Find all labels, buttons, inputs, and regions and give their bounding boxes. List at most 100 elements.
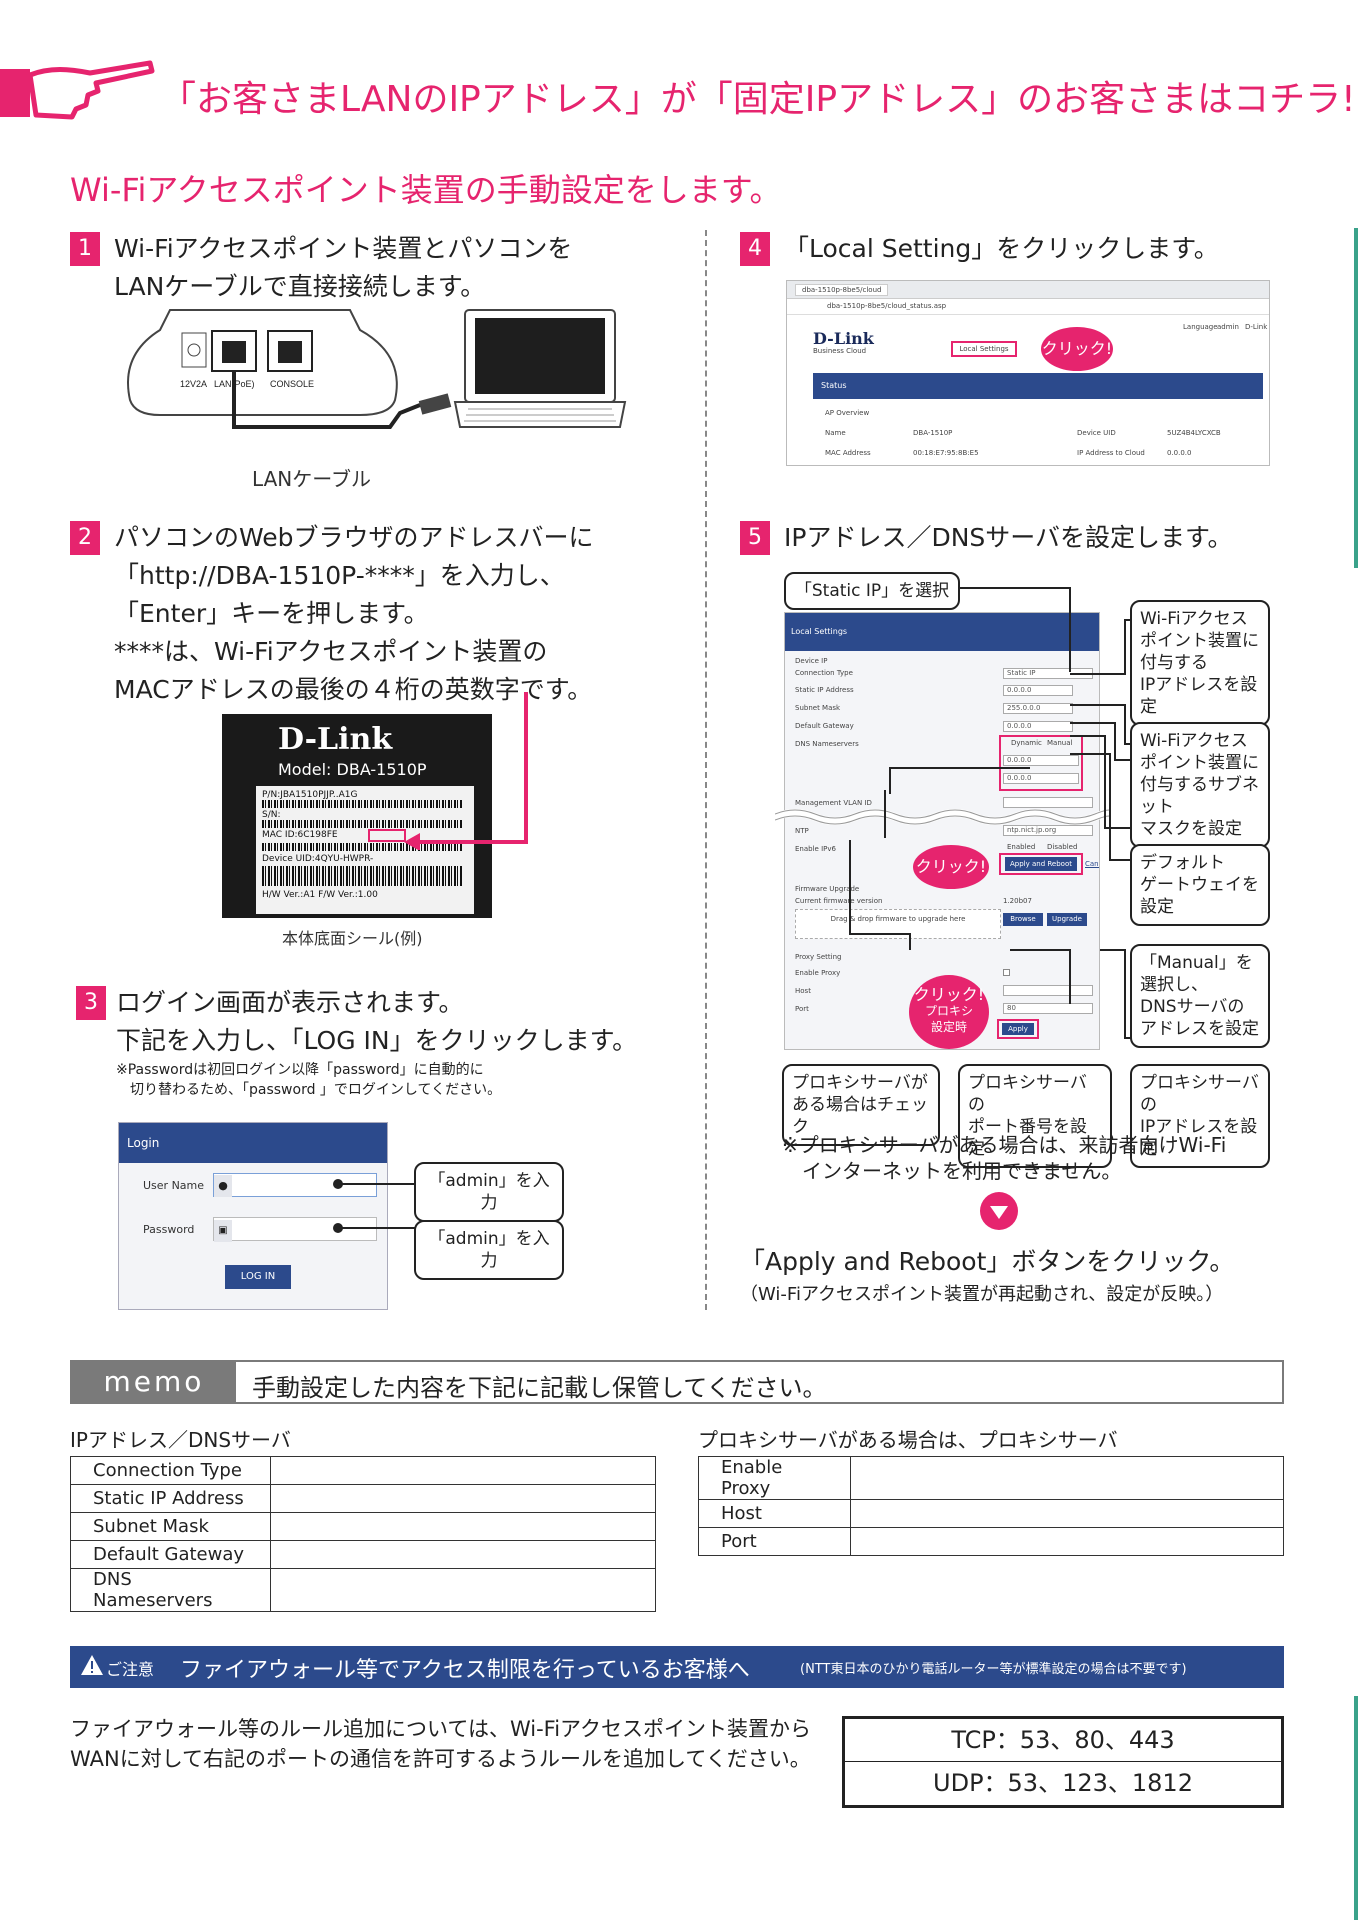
callout-line: 付与するサブネット bbox=[1140, 775, 1259, 817]
ntp-input[interactable]: ntp.nict.jp.org bbox=[1003, 825, 1093, 836]
field-label: Enable Proxy bbox=[795, 969, 841, 977]
step-line: LANケーブルで直接接続します。 bbox=[114, 272, 486, 301]
proxy-port-input[interactable]: 80 bbox=[1003, 1003, 1093, 1014]
callout-line: 「Manual」を bbox=[1140, 953, 1253, 973]
top-language[interactable]: Language bbox=[1183, 323, 1218, 331]
callout-line: Wi-Fiアクセス bbox=[1140, 609, 1248, 629]
table-row: Port bbox=[698, 1527, 1284, 1556]
callout-admin-pass: 「admin」を入力 bbox=[414, 1220, 564, 1280]
caution-text: ファイアウォール等のルール追加については、Wi-Fiアクセスポイント装置から W… bbox=[70, 1714, 811, 1774]
sticker-mac: MAC ID:6C198FE bbox=[262, 830, 338, 840]
callout-line: マスクを設定 bbox=[1140, 819, 1242, 839]
memo-right-table: Enable Proxy Host Port bbox=[698, 1456, 1284, 1556]
top-admin[interactable]: admin bbox=[1217, 323, 1239, 331]
dns-primary-input[interactable]: 0.0.0.0 bbox=[1003, 755, 1079, 766]
step-1: 1 Wi-Fiアクセスポイント装置とパソコンを LANケーブルで直接接続します。 bbox=[70, 232, 572, 301]
subnet-mask-input[interactable]: 255.0.0.0 bbox=[1003, 703, 1073, 714]
local-settings-bar: Local Settings bbox=[785, 613, 1099, 651]
row-value: 00:18:E7:95:8B:E5 bbox=[913, 449, 979, 457]
table-cell: Static IP Address bbox=[70, 1484, 271, 1513]
firmware-version: 1.20b07 bbox=[1003, 897, 1032, 905]
step-number: 4 bbox=[740, 232, 770, 266]
row-key: IP Address to Cloud bbox=[1077, 449, 1145, 457]
local-setting-link[interactable]: Local Settings bbox=[951, 341, 1017, 357]
table-cell-blank[interactable] bbox=[850, 1527, 1284, 1556]
apply-and-reboot-button[interactable]: Apply and Reboot bbox=[1005, 857, 1077, 871]
password-label: Password bbox=[143, 1223, 195, 1236]
ipv6-disabled-radio[interactable]: Disabled bbox=[1047, 843, 1078, 851]
static-ip-input[interactable]: 0.0.0.0 bbox=[1003, 685, 1073, 696]
dns-dynamic-radio[interactable]: Dynamic bbox=[1011, 739, 1042, 747]
table-row: Connection Type bbox=[70, 1456, 656, 1485]
login-button[interactable]: LOG IN bbox=[225, 1265, 291, 1289]
callout-line: プロキシサーバの bbox=[968, 1073, 1087, 1115]
table-row: DNS Nameservers bbox=[70, 1568, 656, 1612]
brand-sub: Business Cloud bbox=[813, 347, 867, 355]
enable-proxy-checkbox[interactable] bbox=[1003, 969, 1010, 976]
step-line: 「Local Setting」をクリックします。 bbox=[784, 234, 1219, 263]
top-brand: D-Link bbox=[1245, 323, 1268, 331]
sticker-caption: 本体底面シール(例) bbox=[282, 929, 423, 948]
vlan-input[interactable] bbox=[1003, 797, 1093, 808]
brand-logo: D-Link bbox=[813, 329, 874, 348]
proxy-host-input[interactable] bbox=[1003, 985, 1093, 996]
callout-line: ゲートウェイを bbox=[1140, 875, 1259, 895]
mac-highlight bbox=[368, 829, 406, 842]
browse-button[interactable]: Browse bbox=[1003, 913, 1043, 926]
page-subtitle: Wi-Fiアクセスポイント装置の手動設定をします。 bbox=[70, 171, 782, 209]
ipv6-enabled-radio[interactable]: Enabled bbox=[1007, 843, 1036, 851]
apply-highlight bbox=[997, 1019, 1039, 1039]
user-name-label: User Name bbox=[143, 1179, 205, 1192]
bubble-text: プロキシ bbox=[924, 1004, 973, 1018]
table-cell: Enable Proxy bbox=[698, 1456, 851, 1500]
step-line: IPアドレス／DNSサーバを設定します。 bbox=[784, 523, 1233, 552]
step-2: 2 パソコンのWebブラウザのアドレスバーに 「http://DBA-1510P… bbox=[70, 521, 594, 704]
warning-icon bbox=[80, 1654, 104, 1680]
table-cell-blank[interactable] bbox=[270, 1456, 656, 1485]
callout-line: ポイント装置に bbox=[1140, 631, 1259, 651]
section-label: Proxy Setting bbox=[795, 953, 842, 961]
row-value: 5UZ4B4LYCXCB bbox=[1167, 429, 1221, 437]
label-sticker-photo: D-Link Model: DBA-1510P P/N:JBA1510PJJP.… bbox=[222, 714, 492, 918]
step-number: 5 bbox=[740, 521, 770, 555]
table-cell: Port bbox=[698, 1527, 851, 1556]
callout-static-ip: 「Static IP」を選択 bbox=[784, 572, 960, 610]
login-callout-lines bbox=[333, 1179, 416, 1233]
upgrade-button[interactable]: Upgrade bbox=[1047, 913, 1087, 926]
table-cell-blank[interactable] bbox=[270, 1540, 656, 1569]
sticker-uid: Device UID:4QYU-HWPR- bbox=[262, 854, 374, 864]
apply-button[interactable]: Apply bbox=[1002, 1023, 1034, 1035]
callout-admin-user: 「admin」を入力 bbox=[414, 1162, 564, 1222]
lock-icon: ▣ bbox=[214, 1220, 232, 1242]
step-number: 2 bbox=[70, 521, 100, 555]
table-row: Static IP Address bbox=[70, 1484, 656, 1513]
table-cell-blank[interactable] bbox=[850, 1499, 1284, 1528]
status-bar: Status bbox=[813, 373, 1263, 399]
step-note: ※Passwordは初回ログイン以降「password」に自動的に bbox=[116, 1062, 484, 1078]
ap-overview: AP Overview bbox=[825, 409, 870, 417]
callout-proxy-ip: プロキシサーバの IPアドレスを設定 bbox=[1130, 1064, 1270, 1168]
step-line: ログイン画面が表示されます。 bbox=[116, 988, 464, 1017]
column-divider bbox=[705, 230, 707, 1310]
dns-manual-radio[interactable]: Manual bbox=[1047, 739, 1073, 747]
table-cell-blank[interactable] bbox=[850, 1456, 1284, 1500]
address-bar[interactable]: dba-1510p-8be5/cloud_status.asp bbox=[827, 302, 947, 310]
caution-bar: ご注意 ファイアウォール等でアクセス制限を行っているお客様へ (NTT東日本のひ… bbox=[70, 1646, 1284, 1688]
table-cell-blank[interactable] bbox=[270, 1512, 656, 1541]
tcp-ports: TCP：53、80、443 bbox=[845, 1719, 1281, 1762]
table-row: Enable Proxy bbox=[698, 1456, 1284, 1500]
callout-proxy-check: プロキシサーバが ある場合はチェック bbox=[782, 1064, 940, 1146]
browser-tab[interactable]: dba-1510p-8be5/cloud bbox=[795, 284, 889, 296]
memo-tag: memo bbox=[72, 1362, 236, 1402]
table-cell-blank[interactable] bbox=[270, 1484, 656, 1513]
step-note: 切り替わるため、「password 」でログインしてください。 bbox=[130, 1082, 502, 1098]
callout-line: 付与する bbox=[1140, 653, 1208, 673]
table-cell-blank[interactable] bbox=[270, 1568, 656, 1612]
default-gateway-input[interactable]: 0.0.0.0 bbox=[1003, 721, 1073, 732]
final-note: （Wi-Fiアクセスポイント装置が再起動され、設定が反映。） bbox=[740, 1284, 1224, 1305]
cancel-link[interactable]: Cancel bbox=[1085, 860, 1099, 868]
section-label: Firmware Upgrade bbox=[795, 885, 860, 893]
dns-secondary-input[interactable]: 0.0.0.0 bbox=[1003, 773, 1079, 784]
apply-reboot-highlight bbox=[999, 853, 1083, 875]
caution-line: ファイアウォール等のルール追加については、Wi-Fiアクセスポイント装置から bbox=[70, 1717, 811, 1741]
